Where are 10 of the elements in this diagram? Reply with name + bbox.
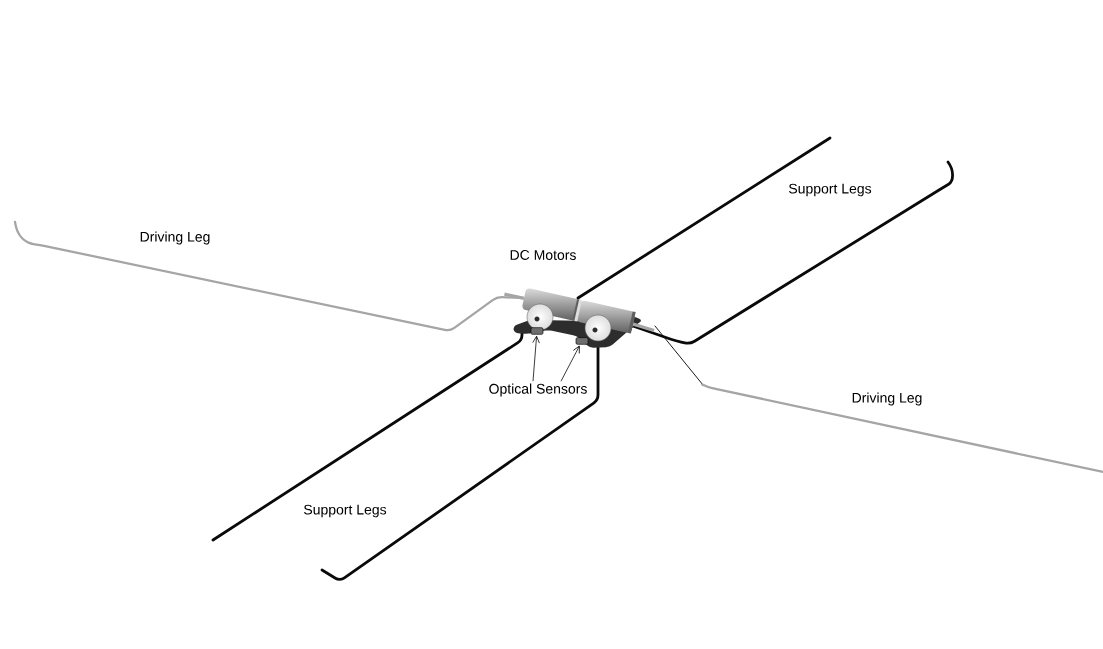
callout-label: Optical Sensors [489,383,587,397]
leader-arrow [532,335,540,382]
sensor-block [575,337,589,345]
part-label: Driving Leg [852,392,922,406]
sensor-block [530,327,544,335]
part-label: Support Legs [304,504,387,518]
leader-arrow [560,345,580,382]
part-label: Driving Leg [140,231,210,245]
part-label: DC Motors [510,250,576,260]
part-label: Support Legs [789,183,872,197]
